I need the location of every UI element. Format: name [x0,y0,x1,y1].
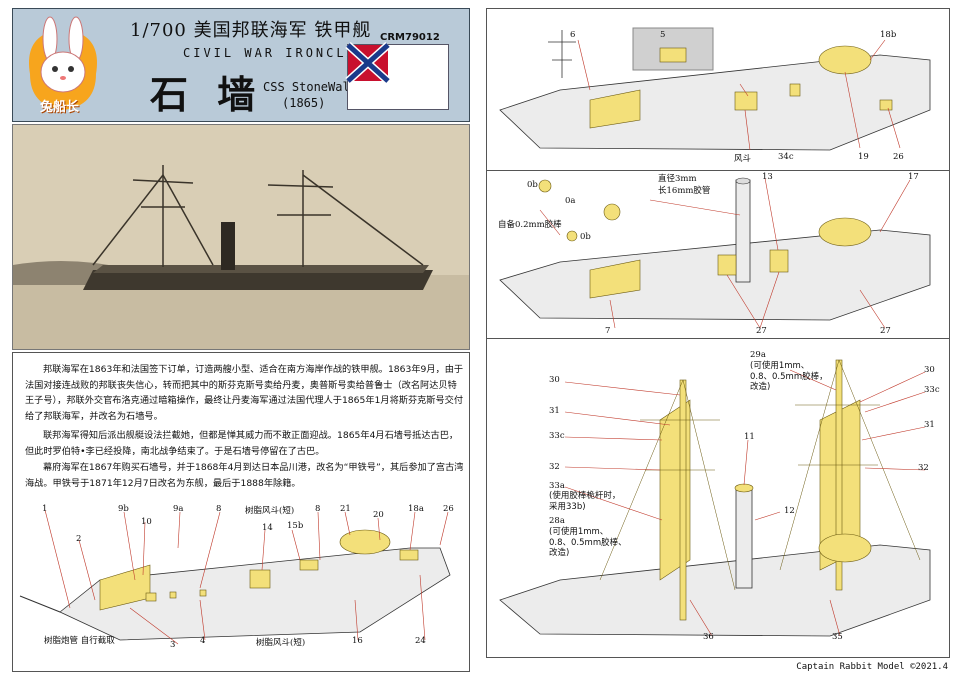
copyright-text: Captain Rabbit Model ©2021.4 [796,662,948,672]
note-tube-length: 长16mm胶管 [658,186,711,196]
ship-name-cn: 石 墙 [150,72,264,117]
part-label-17: 17 [908,172,919,182]
part-label-6: 6 [570,30,576,40]
part-label-10: 10 [141,517,152,527]
part-label-14: 14 [262,523,273,533]
part-label-0a: 0a [565,196,576,206]
part-label-32b: 32 [918,463,929,473]
part-label-30b: 30 [924,365,935,375]
note-28a: (可使用1mm、 0.8、0.5mm胶棒、 改造) [549,527,627,558]
part-label-2: 2 [76,534,82,544]
part-label-36: 36 [703,632,714,642]
part-label-3: 3 [170,640,176,650]
part-label-26: 26 [443,504,454,514]
historical-photo [12,124,470,350]
scale-title: 1/700 美国邦联海军 铁甲舰 [130,20,372,41]
part-label-20: 20 [373,510,384,520]
part-label-31: 31 [549,406,560,416]
part-label-vent-short: 树脂风斗(短) [245,506,295,516]
part-label-1: 1 [42,504,48,514]
part-label-9a: 9a [173,504,184,514]
part-label-12: 12 [784,506,795,516]
instructions-frame [486,8,950,658]
part-label-18a: 18a [408,504,424,514]
part-label-33c-b: 33c [924,385,940,395]
part-label-27b: 27 [880,326,891,336]
part-label-13: 13 [762,172,773,182]
note-33b: (使用胶棒桅杆时， 采用33b) [549,491,621,512]
history-paragraph-2: 联邦海军得知后派出舰艇设法拦截她，但都是惮其威力而不敢正面迎战。1865年4月石… [25,430,459,457]
part-label-30: 30 [549,375,560,385]
ship-year: (1865) [282,96,326,110]
divider-1 [486,170,950,171]
part-label-29a: 29a [750,350,766,360]
part-label-27: 27 [756,326,767,336]
ship-name-en: CSS StoneWall [263,80,357,94]
part-label-28a: 28a [549,516,565,526]
part-label-vent-short-2: 树脂风斗(短) [256,638,306,648]
part-label-26b: 26 [893,152,904,162]
part-label-35: 35 [832,632,843,642]
part-label-32: 32 [549,462,560,472]
part-label-15b: 15b [287,521,304,531]
subtitle-en: CIVIL WAR IRONCLAD [183,46,368,60]
part-label-5: 5 [660,30,666,40]
part-label-vent: 风斗 [734,154,752,164]
part-label-9b: 9b [118,504,129,514]
part-label-33a: 33a [549,481,565,491]
part-label-16: 16 [352,636,363,646]
part-label-0b-2: 0b [580,232,591,242]
note-rod: 自备0.2mm胶棒 [498,220,562,230]
part-label-31b: 31 [924,420,935,430]
part-label-24: 24 [415,636,426,646]
part-label-8: 8 [216,504,222,514]
note-29a: (可使用1mm、 0.8、0.5mm胶棒， 改造) [750,361,828,392]
history-paragraph-3: 幕府海军在1867年购买石墙号，并于1868年4月到达日本品川港，改名为“甲铁号… [25,462,464,489]
product-code: CRM79012 [380,32,440,43]
logo-text: 兔船长 [40,100,80,115]
ship-photo-icon [13,125,469,349]
part-label-21: 21 [340,504,351,514]
confederate-flag-icon [345,42,449,110]
divider-2 [486,338,950,339]
part-label-4: 4 [200,636,206,646]
part-label-8b: 8 [315,504,321,514]
part-label-19: 19 [858,152,869,162]
part-label-0b: 0b [527,180,538,190]
rabbit-logo-icon [29,16,97,110]
part-label-33c: 33c [549,431,565,441]
history-paragraph-1: 邦联海军在1863年和法国签下订单，订造两艘小型、适合在南方海岸作战的铁甲舰。1… [25,364,464,422]
part-label-18b: 18b [880,30,897,40]
part-label-resin-gun: 树脂炮管 自行截取 [44,636,115,646]
part-label-7: 7 [605,326,611,336]
part-label-11: 11 [744,432,755,442]
part-label-34c: 34c [778,152,794,162]
note-tube-diameter: 直径3mm [658,174,697,184]
